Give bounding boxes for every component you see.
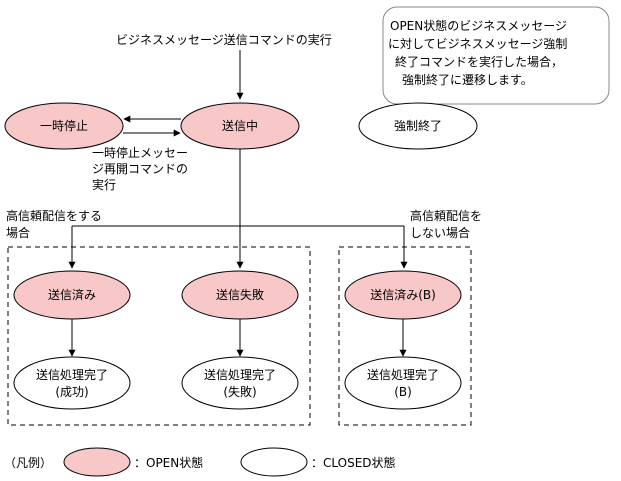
legend-title: （凡例） — [4, 456, 52, 470]
state-sent-b-label: 送信済み(B) — [370, 287, 436, 302]
high-reliability-line-2: 場合 — [6, 225, 30, 240]
state-paused — [4, 102, 124, 150]
state-paused-label: 一時停止 — [40, 118, 88, 133]
state-force-end-label: 強制終了 — [394, 118, 442, 133]
note-box — [382, 6, 610, 105]
legend-closed-label: ：CLOSED状態 — [311, 455, 396, 470]
state-complete-success-line-1: 送信処理完了 — [36, 367, 108, 382]
resume-label-line-1: 一時停止メッセー — [92, 145, 188, 160]
state-complete-b-line-1: 送信処理完了 — [367, 367, 439, 382]
send-command-label: ビジネスメッセージ送信コマンドの実行 — [116, 32, 332, 47]
legend-closed-swatch — [240, 447, 308, 477]
state-sent-label: 送信済み — [48, 287, 96, 302]
no-high-reliability-line-1: 高信頼配信を — [410, 208, 482, 223]
high-reliability-line-1: 高信頼配信をする — [6, 208, 102, 223]
resume-label-line-3: 実行 — [92, 177, 116, 192]
state-complete-failure-line-1: 送信処理完了 — [204, 367, 276, 382]
state-complete-failure-line-2: (失敗) — [223, 384, 256, 399]
state-complete-success — [13, 356, 131, 410]
state-complete-failure — [181, 356, 299, 410]
no-high-reliability-line-2: しない場合 — [410, 225, 470, 240]
group-no-high-reliability — [338, 246, 472, 426]
state-force-end — [358, 102, 478, 150]
note-line-4: 強制終了に遷移します。 — [402, 72, 533, 87]
note-line-2: に対してビジネスメッセージ強制 — [388, 37, 567, 51]
group-high-reliability — [7, 246, 311, 426]
state-complete-b — [344, 356, 462, 410]
state-complete-b-line-2: (B) — [394, 385, 412, 399]
state-complete-success-line-2: (成功) — [55, 385, 88, 399]
note-line-3: 終了コマンドを実行した場合， — [395, 54, 563, 69]
legend-open-swatch — [63, 447, 131, 477]
legend-open-label: ：OPEN状態 — [134, 455, 203, 470]
note-line-1: OPEN状態のビジネスメッセージ — [390, 18, 567, 33]
state-failed-label: 送信失敗 — [216, 287, 264, 302]
state-sending-label: 送信中 — [222, 118, 258, 133]
resume-label-line-2: ジ再開コマンドの — [92, 162, 188, 176]
